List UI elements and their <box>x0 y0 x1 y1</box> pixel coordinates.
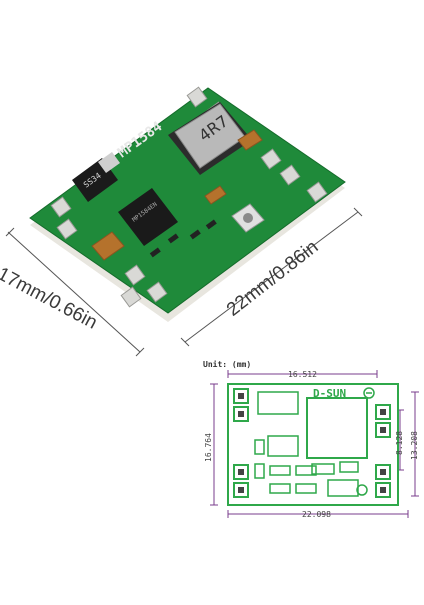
resistors <box>149 219 217 258</box>
drawing-potentiometer <box>356 484 368 496</box>
dim-right-inner-text: 8.128 <box>395 431 404 455</box>
photo-dimension-lines <box>5 207 363 357</box>
potentiometer <box>231 203 265 233</box>
ic-chip: MP1584EN <box>118 188 178 246</box>
drawing-brand: D-SUN <box>313 387 346 400</box>
dim-left-text: 16.764 <box>204 433 213 462</box>
dim-top-text: 16.512 <box>288 370 317 379</box>
dim-right-outer-text: 13.208 <box>410 431 419 460</box>
drawing-inductor <box>306 397 368 459</box>
drawing-board-outline <box>227 383 399 506</box>
pcb-board: 4R7 MP1584 SS34 MP1584EN <box>29 86 346 322</box>
capacitors <box>91 129 263 261</box>
inductor: 4R7 <box>168 102 252 175</box>
drawing-pad-holes <box>238 393 386 493</box>
drawing-components <box>254 391 359 497</box>
unit-label: Unit: (mm) <box>203 360 252 369</box>
dim-bottom-text: 22.098 <box>302 510 331 519</box>
pcb-pads <box>50 86 328 308</box>
drawing-pads <box>233 388 391 498</box>
diode: SS34 <box>72 152 120 202</box>
technical-drawing: D-SUN 16.512 22.098 16.764 8.128 13.208 <box>204 370 419 519</box>
drawing-dimension-lines <box>210 370 419 518</box>
drawing-logo-icon <box>363 387 375 399</box>
